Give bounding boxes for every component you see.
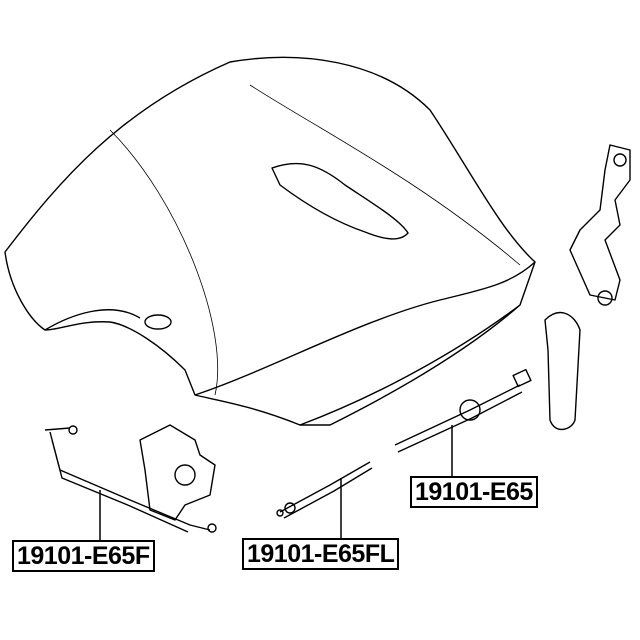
leader-lines — [99, 425, 453, 541]
release-rod — [279, 461, 373, 519]
hood-crease — [109, 129, 219, 396]
hood-lower-edge — [299, 304, 521, 426]
hinge-arm — [544, 311, 581, 431]
hood-crease-right — [249, 84, 521, 266]
hood-latch — [139, 424, 216, 521]
gas-strut — [394, 384, 523, 453]
hood-hinge — [569, 144, 631, 301]
part-label-19101-e65fl: 19101-E65FL — [242, 538, 400, 570]
hood-panel — [4, 56, 536, 426]
part-label-19101-e65: 19101-E65 — [410, 476, 538, 508]
hood-emblem-hole — [144, 314, 172, 330]
release-cable — [44, 427, 211, 533]
hood-scoop — [271, 162, 409, 240]
part-label-19101-e65f: 19101-E65F — [12, 540, 155, 572]
hood-inner-edge — [44, 261, 536, 396]
